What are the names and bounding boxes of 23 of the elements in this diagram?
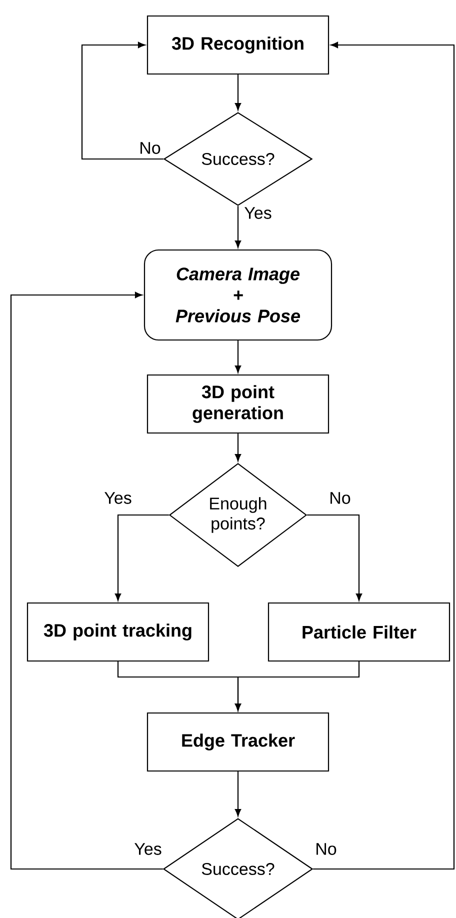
arrow <box>234 206 242 248</box>
arrow <box>307 514 362 601</box>
arrow <box>234 340 242 373</box>
process-box: 3D point tracking <box>26 602 210 662</box>
process-box: 3D point generation <box>146 374 330 434</box>
arrow <box>114 514 169 601</box>
rounded-box: Camera Image + Previous Pose <box>144 249 332 341</box>
edge-label: No <box>328 491 352 505</box>
arrow <box>234 434 242 462</box>
arrow <box>313 42 455 870</box>
arrow <box>10 292 163 870</box>
edge-label: No <box>314 842 338 856</box>
arrow <box>234 772 242 816</box>
arrow <box>81 42 164 160</box>
edge-label: Yes <box>243 206 273 220</box>
edge-label: Yes <box>133 842 163 856</box>
arrow <box>234 74 242 110</box>
process-box: Particle Filter <box>268 602 450 662</box>
process-box: Edge Tracker <box>146 712 330 772</box>
edge-label: No <box>138 141 162 155</box>
process-box: 3D Recognition <box>146 15 330 75</box>
edge-label: Yes <box>103 491 133 505</box>
arrow <box>234 662 360 711</box>
